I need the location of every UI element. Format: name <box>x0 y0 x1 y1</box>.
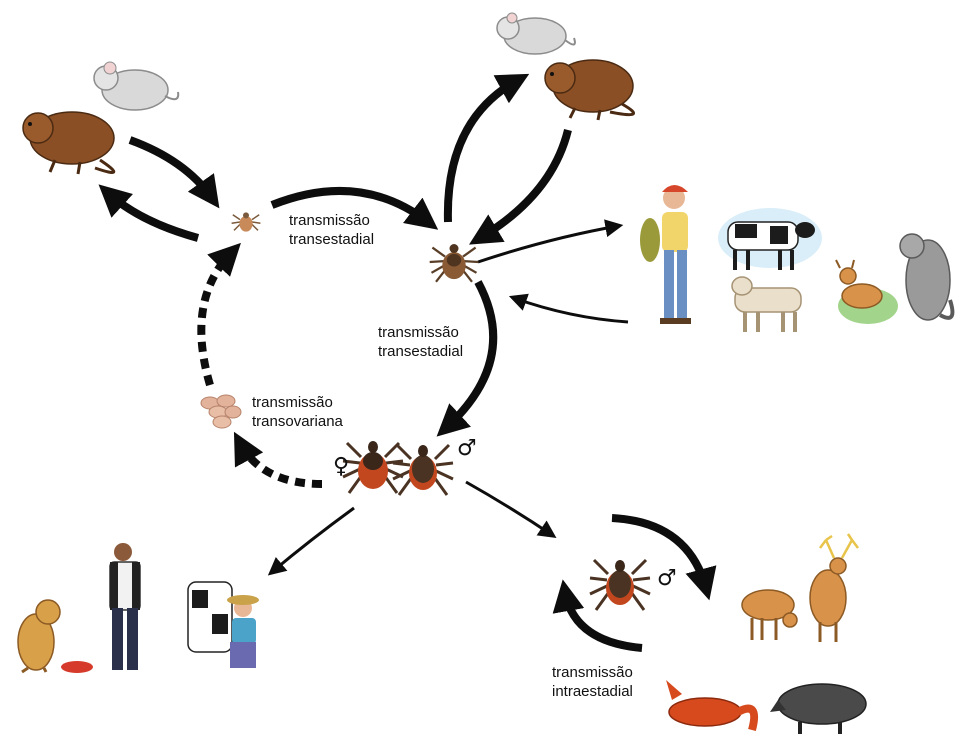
arrow-fox-to-male <box>552 579 643 652</box>
fawn-host <box>835 259 898 324</box>
stag-host <box>809 533 859 642</box>
male-adult-tick <box>392 443 454 496</box>
goat-host <box>731 276 802 332</box>
intraestadial-male-tick <box>589 558 651 611</box>
arrow-adults-to-bottom-left-hosts <box>267 506 355 576</box>
doe-host <box>741 589 798 640</box>
fox-host <box>666 680 759 732</box>
larva-tick <box>231 212 261 232</box>
mouse-top-right <box>496 12 576 55</box>
rodent-top-left <box>22 111 116 175</box>
ferret-host <box>899 233 955 321</box>
arrow-male-to-deer <box>611 514 717 601</box>
rodent-top-right <box>544 59 635 121</box>
female-adult-tick <box>342 441 404 494</box>
arrow-nymph-to-top-rodents <box>443 73 530 223</box>
wild-boar-host <box>770 683 867 734</box>
arrow-rodents-to-larva <box>128 136 220 209</box>
arrow-adults-to-male-cycle <box>465 480 557 539</box>
arrow-nymph-to-hosts <box>477 219 624 264</box>
male-symbol: ♂ <box>457 436 477 461</box>
arrow-larva-to-nymph <box>270 186 439 230</box>
label-transestadial-mid: transmissão transestadial <box>378 324 464 360</box>
eggs-cluster <box>200 394 242 429</box>
cow-host <box>718 208 822 270</box>
arrow-nymph-to-adults <box>436 280 498 437</box>
female-symbol: ♀ <box>333 454 350 479</box>
arrow-top-rodents-to-nymph <box>469 129 572 245</box>
label-transovariana: transmissão transovariana <box>252 394 343 430</box>
cow-and-farmer-host <box>187 581 259 668</box>
label-intraestadial: transmissão intraestadial <box>552 664 633 700</box>
arrow-adults-to-eggs <box>233 431 323 488</box>
arrow-larva-to-rodents <box>98 184 200 242</box>
arrow-eggs-to-larva <box>197 242 241 387</box>
nymph-tick <box>429 244 479 283</box>
arrow-hosts-to-nymph <box>508 293 629 324</box>
man-host <box>109 543 141 670</box>
label-transestadial-top: transmissão transestadial <box>289 212 375 248</box>
mouse-top-left <box>93 61 180 111</box>
hiker-host <box>640 185 691 324</box>
male-symbol-lower: ♂ <box>657 566 677 591</box>
dog-host <box>17 599 93 674</box>
